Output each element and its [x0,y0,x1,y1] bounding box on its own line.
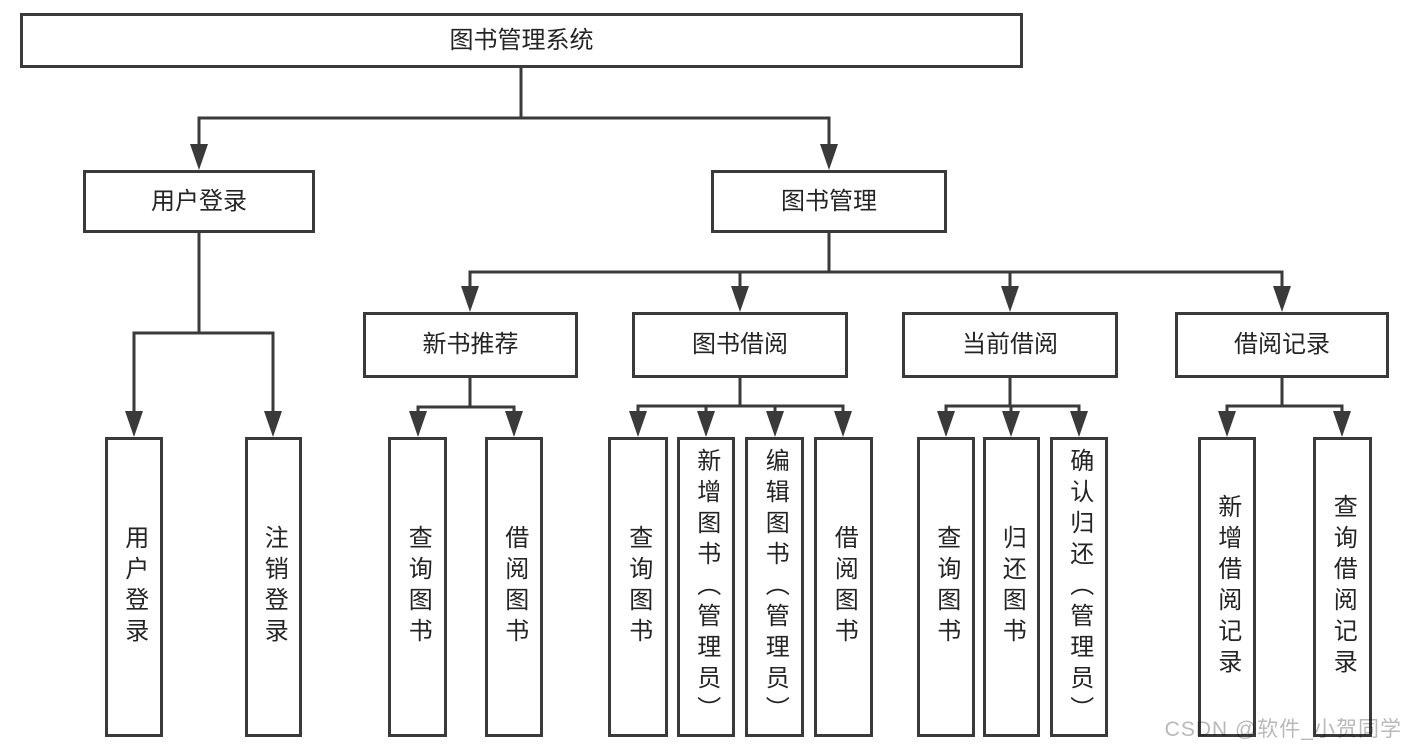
leaf-current-confirm-return-admin: 确认归还（管理员） [1050,437,1108,737]
node-book-borrowing: 图书借阅 [632,312,848,378]
leaf-borrowing-add-books-admin: 新增图书（管理员） [677,437,735,737]
arrowhead-icon [1333,411,1351,437]
arrowhead-icon [937,411,955,437]
leaf-borrowing-borrow-books: 借阅图书 [814,437,873,737]
leaf-records-query-record: 查询借阅记录 [1313,437,1372,737]
arrowhead-icon [1273,286,1291,312]
leaf-borrowing-query-books: 查询图书 [608,437,668,737]
arrowhead-icon [629,411,647,437]
node-book-management: 图书管理 [711,170,947,233]
arrowhead-icon [264,411,282,437]
arrowhead-icon [834,411,852,437]
arrowhead-icon [125,411,143,437]
node-new-book-recommend: 新书推荐 [363,312,578,378]
leaf-recommend-borrow-books: 借阅图书 [485,437,543,737]
arrowhead-icon [1001,286,1019,312]
arrowhead-icon [766,411,784,437]
node-current-borrowing: 当前借阅 [902,312,1118,378]
csdn-watermark: CSDN @软件_小贺同学 [1164,718,1402,741]
arrowhead-icon [505,411,523,437]
leaf-logout-login: 注销登录 [245,437,302,737]
leaf-borrowing-edit-books-admin: 编辑图书（管理员） [745,437,804,737]
leaf-current-query-books: 查询图书 [917,437,975,737]
arrowhead-icon [1218,411,1236,437]
arrowhead-icon [461,286,479,312]
leaf-user-login: 用户登录 [105,437,163,737]
leaf-recommend-query-books: 查询图书 [388,437,447,737]
arrowhead-icon [1070,411,1088,437]
arrowhead-icon [190,144,208,170]
arrowhead-icon [409,411,427,437]
leaf-records-add-record: 新增借阅记录 [1198,437,1256,737]
arrowhead-icon [1002,411,1020,437]
leaf-current-return-books: 归还图书 [983,437,1040,737]
arrowhead-icon [697,411,715,437]
node-root-system: 图书管理系统 [20,13,1023,68]
arrowhead-icon [820,144,838,170]
node-user-login: 用户登录 [83,170,315,233]
arrowhead-icon [731,286,749,312]
node-borrowing-records: 借阅记录 [1175,312,1389,378]
